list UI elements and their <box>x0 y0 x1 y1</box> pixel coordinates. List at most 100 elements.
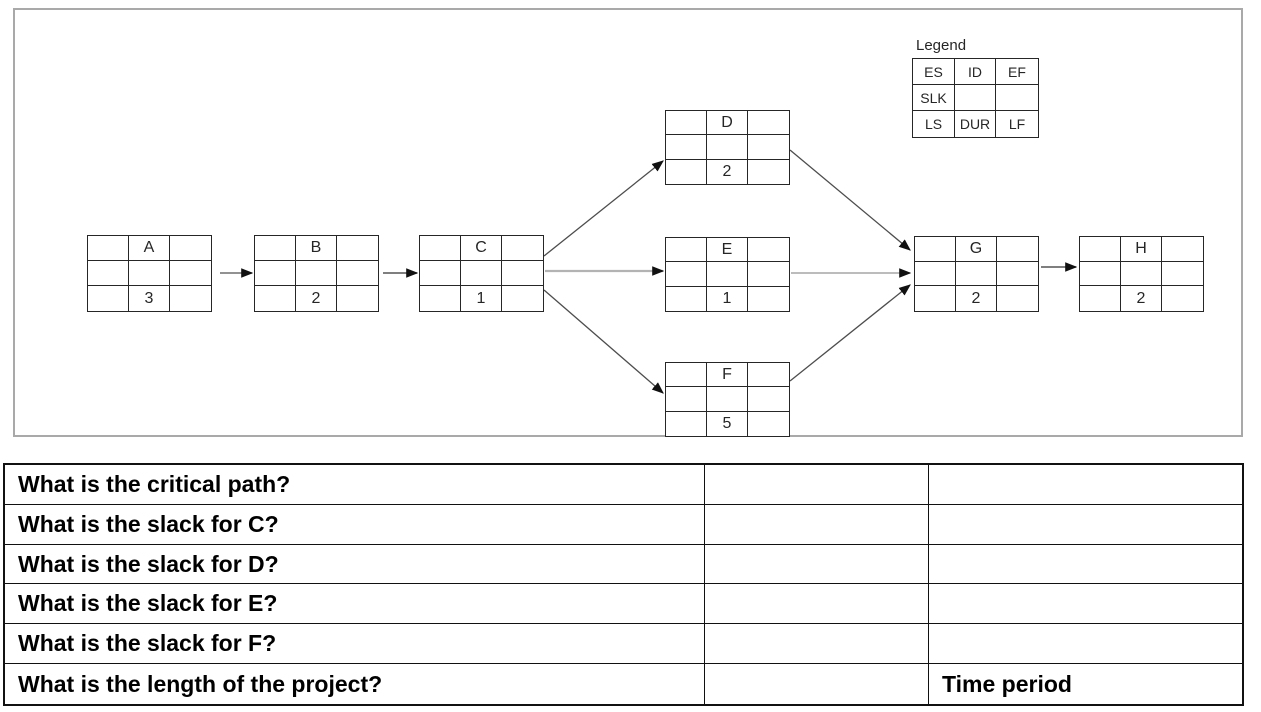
dependency-arrows <box>220 149 1078 394</box>
unit-cell[interactable] <box>929 624 1242 665</box>
lf-cell <box>748 160 789 184</box>
es-cell <box>1080 237 1121 262</box>
lf-cell <box>170 286 211 311</box>
answer-cell[interactable] <box>705 584 929 625</box>
ls-cell <box>88 286 129 311</box>
lf-cell <box>337 286 378 311</box>
id-cell: D <box>707 111 748 136</box>
question-text: What is the slack for E? <box>5 584 705 625</box>
empty-cell <box>748 262 789 287</box>
dur-cell: 2 <box>707 159 748 184</box>
ef-cell <box>748 238 789 263</box>
empty-cell <box>748 387 789 412</box>
unit-cell[interactable] <box>929 545 1242 585</box>
dur-cell: 3 <box>129 286 170 311</box>
slk-cell <box>915 261 956 287</box>
ef-cell <box>1162 237 1203 262</box>
legend-es: ES <box>913 59 955 85</box>
diagram-frame: A 3 B 2 C <box>13 8 1243 437</box>
question-text: What is the critical path? <box>5 465 705 505</box>
empty-cell <box>956 261 997 287</box>
questions-table: What is the critical path? What is the s… <box>3 463 1244 706</box>
legend-id: ID <box>955 59 996 85</box>
ls-cell <box>255 286 296 311</box>
id-cell: H <box>1121 237 1162 262</box>
dur-cell: 2 <box>956 286 997 311</box>
answer-cell[interactable] <box>705 544 929 585</box>
legend-dur: DUR <box>955 111 996 137</box>
arrow-C-F <box>543 289 664 394</box>
lf-cell <box>502 286 543 311</box>
answer-cell[interactable] <box>705 465 929 505</box>
lf-cell <box>1162 286 1203 311</box>
id-cell: E <box>707 238 748 263</box>
node-H: H 2 <box>1079 236 1204 312</box>
empty-cell <box>707 262 748 287</box>
empty-cell <box>1162 262 1203 287</box>
question-text: What is the slack for D? <box>5 544 705 585</box>
es-cell <box>666 363 707 388</box>
id-cell: F <box>707 363 748 388</box>
answer-cell[interactable] <box>705 504 929 545</box>
empty-cell <box>296 261 337 286</box>
lf-cell <box>748 287 789 311</box>
id-cell: B <box>296 236 337 261</box>
lf-cell <box>748 412 789 436</box>
es-cell <box>666 238 707 263</box>
ls-cell <box>666 159 707 184</box>
arrow-D-G <box>789 149 911 251</box>
answer-cell[interactable] <box>705 624 929 665</box>
empty-cell <box>461 261 502 286</box>
legend-ls: LS <box>913 111 955 137</box>
dur-cell: 5 <box>707 411 748 436</box>
ef-cell <box>337 236 378 261</box>
node-C: C 1 <box>419 235 544 312</box>
slk-cell <box>666 135 707 160</box>
empty-cell <box>170 261 211 286</box>
slk-cell <box>1080 261 1121 287</box>
empty-cell <box>707 135 748 160</box>
unit-cell[interactable] <box>929 465 1242 505</box>
slk-cell <box>255 261 296 286</box>
es-cell <box>666 111 707 136</box>
ls-cell <box>420 286 461 311</box>
dur-cell: 1 <box>707 286 748 311</box>
legend-slk: SLK <box>913 85 955 111</box>
node-E: E 1 <box>665 237 790 312</box>
es-cell <box>420 236 461 261</box>
ef-cell <box>748 111 789 136</box>
empty-cell <box>707 387 748 412</box>
empty-cell <box>502 261 543 286</box>
ef-cell <box>997 237 1038 262</box>
empty-cell <box>129 261 170 286</box>
ls-cell <box>1080 286 1121 311</box>
es-cell <box>255 236 296 261</box>
node-A: A 3 <box>87 235 212 312</box>
answer-cell[interactable] <box>705 664 929 704</box>
empty-cell <box>1121 261 1162 287</box>
empty-cell <box>337 261 378 286</box>
dur-cell: 2 <box>296 286 337 311</box>
unit-cell[interactable] <box>929 584 1242 625</box>
question-text: What is the slack for F? <box>5 624 705 665</box>
unit-cell[interactable] <box>929 505 1242 545</box>
dur-cell: 2 <box>1121 286 1162 311</box>
ls-cell <box>666 411 707 436</box>
slk-cell <box>420 261 461 286</box>
ls-cell <box>666 286 707 311</box>
slk-cell <box>666 387 707 412</box>
legend-title: Legend <box>916 37 967 54</box>
node-D: D 2 <box>665 110 790 185</box>
ef-cell <box>502 236 543 261</box>
legend-ef: EF <box>996 59 1038 85</box>
ef-cell <box>170 236 211 261</box>
empty-cell <box>997 262 1038 287</box>
id-cell: A <box>129 236 170 261</box>
ls-cell <box>915 286 956 311</box>
es-cell <box>915 237 956 262</box>
legend-table: ES ID EF SLK LS DUR LF <box>912 58 1039 138</box>
node-F: F 5 <box>665 362 790 437</box>
slk-cell <box>666 262 707 287</box>
node-G: G 2 <box>914 236 1039 312</box>
es-cell <box>88 236 129 261</box>
